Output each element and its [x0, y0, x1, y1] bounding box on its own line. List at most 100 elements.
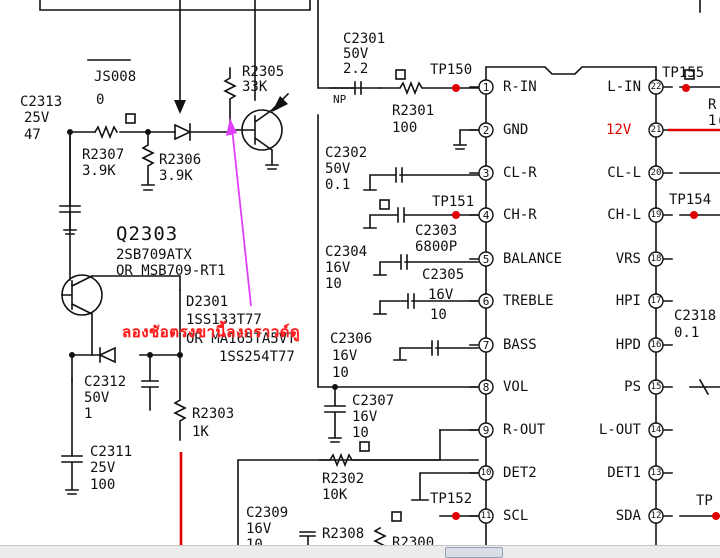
12v-label: 12V: [606, 122, 632, 138]
ic-pin-name-ch-r: CH-R: [503, 207, 537, 223]
d2301-part3: 1SS254T77: [219, 349, 295, 365]
c2313-label: C2313: [20, 94, 63, 110]
r2307-label: R2307: [82, 147, 125, 163]
r2301-label: R2301: [392, 103, 435, 119]
ic-pin-number: 18: [650, 254, 662, 264]
ic-pin-name-ch-l: CH-L: [607, 207, 641, 223]
ic-pin-name-r-in: R-IN: [503, 79, 537, 95]
c2313-value: 47: [24, 127, 41, 143]
r2305-label: R2305: [242, 64, 285, 80]
r2308-label: R2308: [322, 526, 365, 542]
c2303-label: C2303: [415, 223, 458, 239]
ic-pin-name-ps: PS: [624, 379, 641, 395]
ic-pin-name-vrs: VRS: [615, 251, 641, 267]
ic-pin-name-det1: DET1: [607, 465, 641, 481]
ic-pin-number: 4: [482, 209, 490, 222]
r-partial-label: R: [708, 97, 717, 113]
ic-pin-name-det2: DET2: [503, 465, 537, 481]
c2309-label: C2309: [246, 505, 289, 521]
ic-pin-name-balance: BALANCE: [503, 251, 563, 267]
c2304-value: 10: [325, 276, 342, 292]
ground-instruction-annotation: ลองชัอตรงขานี้ลงกราวด์ดู: [122, 323, 301, 341]
js008-value: 0: [96, 92, 105, 108]
c2301-value: 2.2: [343, 61, 369, 77]
c2309-voltage: 16V: [246, 521, 272, 537]
c2313-voltage: 25V: [24, 110, 50, 126]
horizontal-scrollbar[interactable]: [0, 545, 720, 558]
d2301-part1: 1SS133T77: [186, 312, 262, 328]
ic-pin-number: 17: [650, 296, 662, 306]
ic-pin-name-l-out: L-OUT: [598, 422, 641, 438]
tp155-label: TP155: [662, 65, 705, 81]
ic-pin-number: 8: [482, 381, 490, 394]
scrollbar-thumb[interactable]: [445, 547, 503, 558]
ic-pin-number: 13: [650, 468, 662, 478]
c2312-voltage: 50V: [84, 390, 110, 406]
tp150-label: TP150: [430, 62, 473, 78]
ic-pin-name-cl-r: CL-R: [503, 165, 537, 181]
q2303-label: Q2303: [116, 223, 179, 245]
c2306-voltage: 16V: [332, 348, 358, 364]
c2307-label: C2307: [352, 393, 395, 409]
c2311-label: C2311: [90, 444, 133, 460]
ic-pin-number: 5: [482, 253, 490, 266]
r2303-label: R2303: [192, 406, 235, 422]
c2302-label: C2302: [325, 145, 368, 161]
c2306-label: C2306: [330, 331, 373, 347]
ic-pin-name-r-out: R-OUT: [503, 422, 546, 438]
schematic-canvas: [39, 0, 720, 545]
ic-pin-name-l-in: L-IN: [607, 79, 641, 95]
d2301-part2: OR MA165TA5VT: [186, 331, 296, 347]
r2303-value: 1K: [192, 424, 209, 440]
tp154-label: TP154: [669, 192, 712, 208]
c2318-value: 0.1: [674, 325, 700, 341]
ic-pin-number: 2: [482, 124, 490, 137]
r2301-value: 100: [392, 120, 418, 136]
r2307-value: 3.9K: [82, 163, 116, 179]
r2306-label: R2306: [159, 152, 202, 168]
ic-pin-number: 22: [650, 82, 662, 92]
c2318-label: C2318: [674, 308, 717, 324]
ic-pin-number: 11: [480, 511, 492, 521]
r2302-value: 10K: [322, 487, 348, 503]
ic-pin-name-bass: BASS: [503, 337, 537, 353]
np-label: NP: [333, 93, 347, 106]
c2304-voltage: 16V: [325, 260, 351, 276]
c2311-value: 100: [90, 477, 116, 493]
c2302-voltage: 50V: [325, 161, 351, 177]
ic-pin-number: 9: [482, 424, 490, 437]
q2303-part1: 2SB709ATX: [116, 247, 192, 263]
tp152-label: TP152: [430, 491, 473, 507]
ic-pin-number: 19: [650, 210, 662, 220]
c2306-value: 10: [332, 365, 349, 381]
ic-pin-name-sda: SDA: [615, 508, 641, 524]
ic-pin-name-scl: SCL: [503, 508, 529, 524]
c2312-label: C2312: [84, 374, 127, 390]
ic-pin-number: 21: [650, 125, 662, 135]
ic-pin-number: 3: [482, 167, 490, 180]
c2304-label: C2304: [325, 244, 368, 260]
ic-pin-name-hpi: HPI: [615, 293, 641, 309]
ic-pin-number: 6: [482, 295, 490, 308]
ic-pin-name-vol: VOL: [503, 379, 529, 395]
c2311-voltage: 25V: [90, 460, 116, 476]
c2312-value: 1: [84, 406, 93, 422]
d2301-label: D2301: [186, 294, 229, 310]
r2305-value: 33K: [242, 79, 268, 95]
c2305-label: C2305: [422, 267, 465, 283]
ic-pin-number: 7: [482, 339, 490, 352]
ic-pin-name-treble: TREBLE: [503, 293, 554, 309]
tp-partial-label: TP: [696, 493, 713, 509]
c2301-voltage: 50V: [343, 46, 369, 62]
ic-pin-number: 10: [480, 468, 492, 478]
q2303-part2: OR MSB709-RT1: [116, 263, 226, 279]
r-partial-value: 1(: [708, 113, 720, 129]
ic-pin-number: 12: [650, 511, 662, 521]
c2307-value: 10: [352, 425, 369, 441]
c2301-label: C2301: [343, 31, 386, 47]
c2307-voltage: 16V: [352, 409, 378, 425]
c2303-value: 6800P: [415, 239, 458, 255]
r2306-value: 3.9K: [159, 168, 193, 184]
ic-pin-number: 16: [650, 340, 662, 350]
ic-pin-name-gnd: GND: [503, 122, 529, 138]
